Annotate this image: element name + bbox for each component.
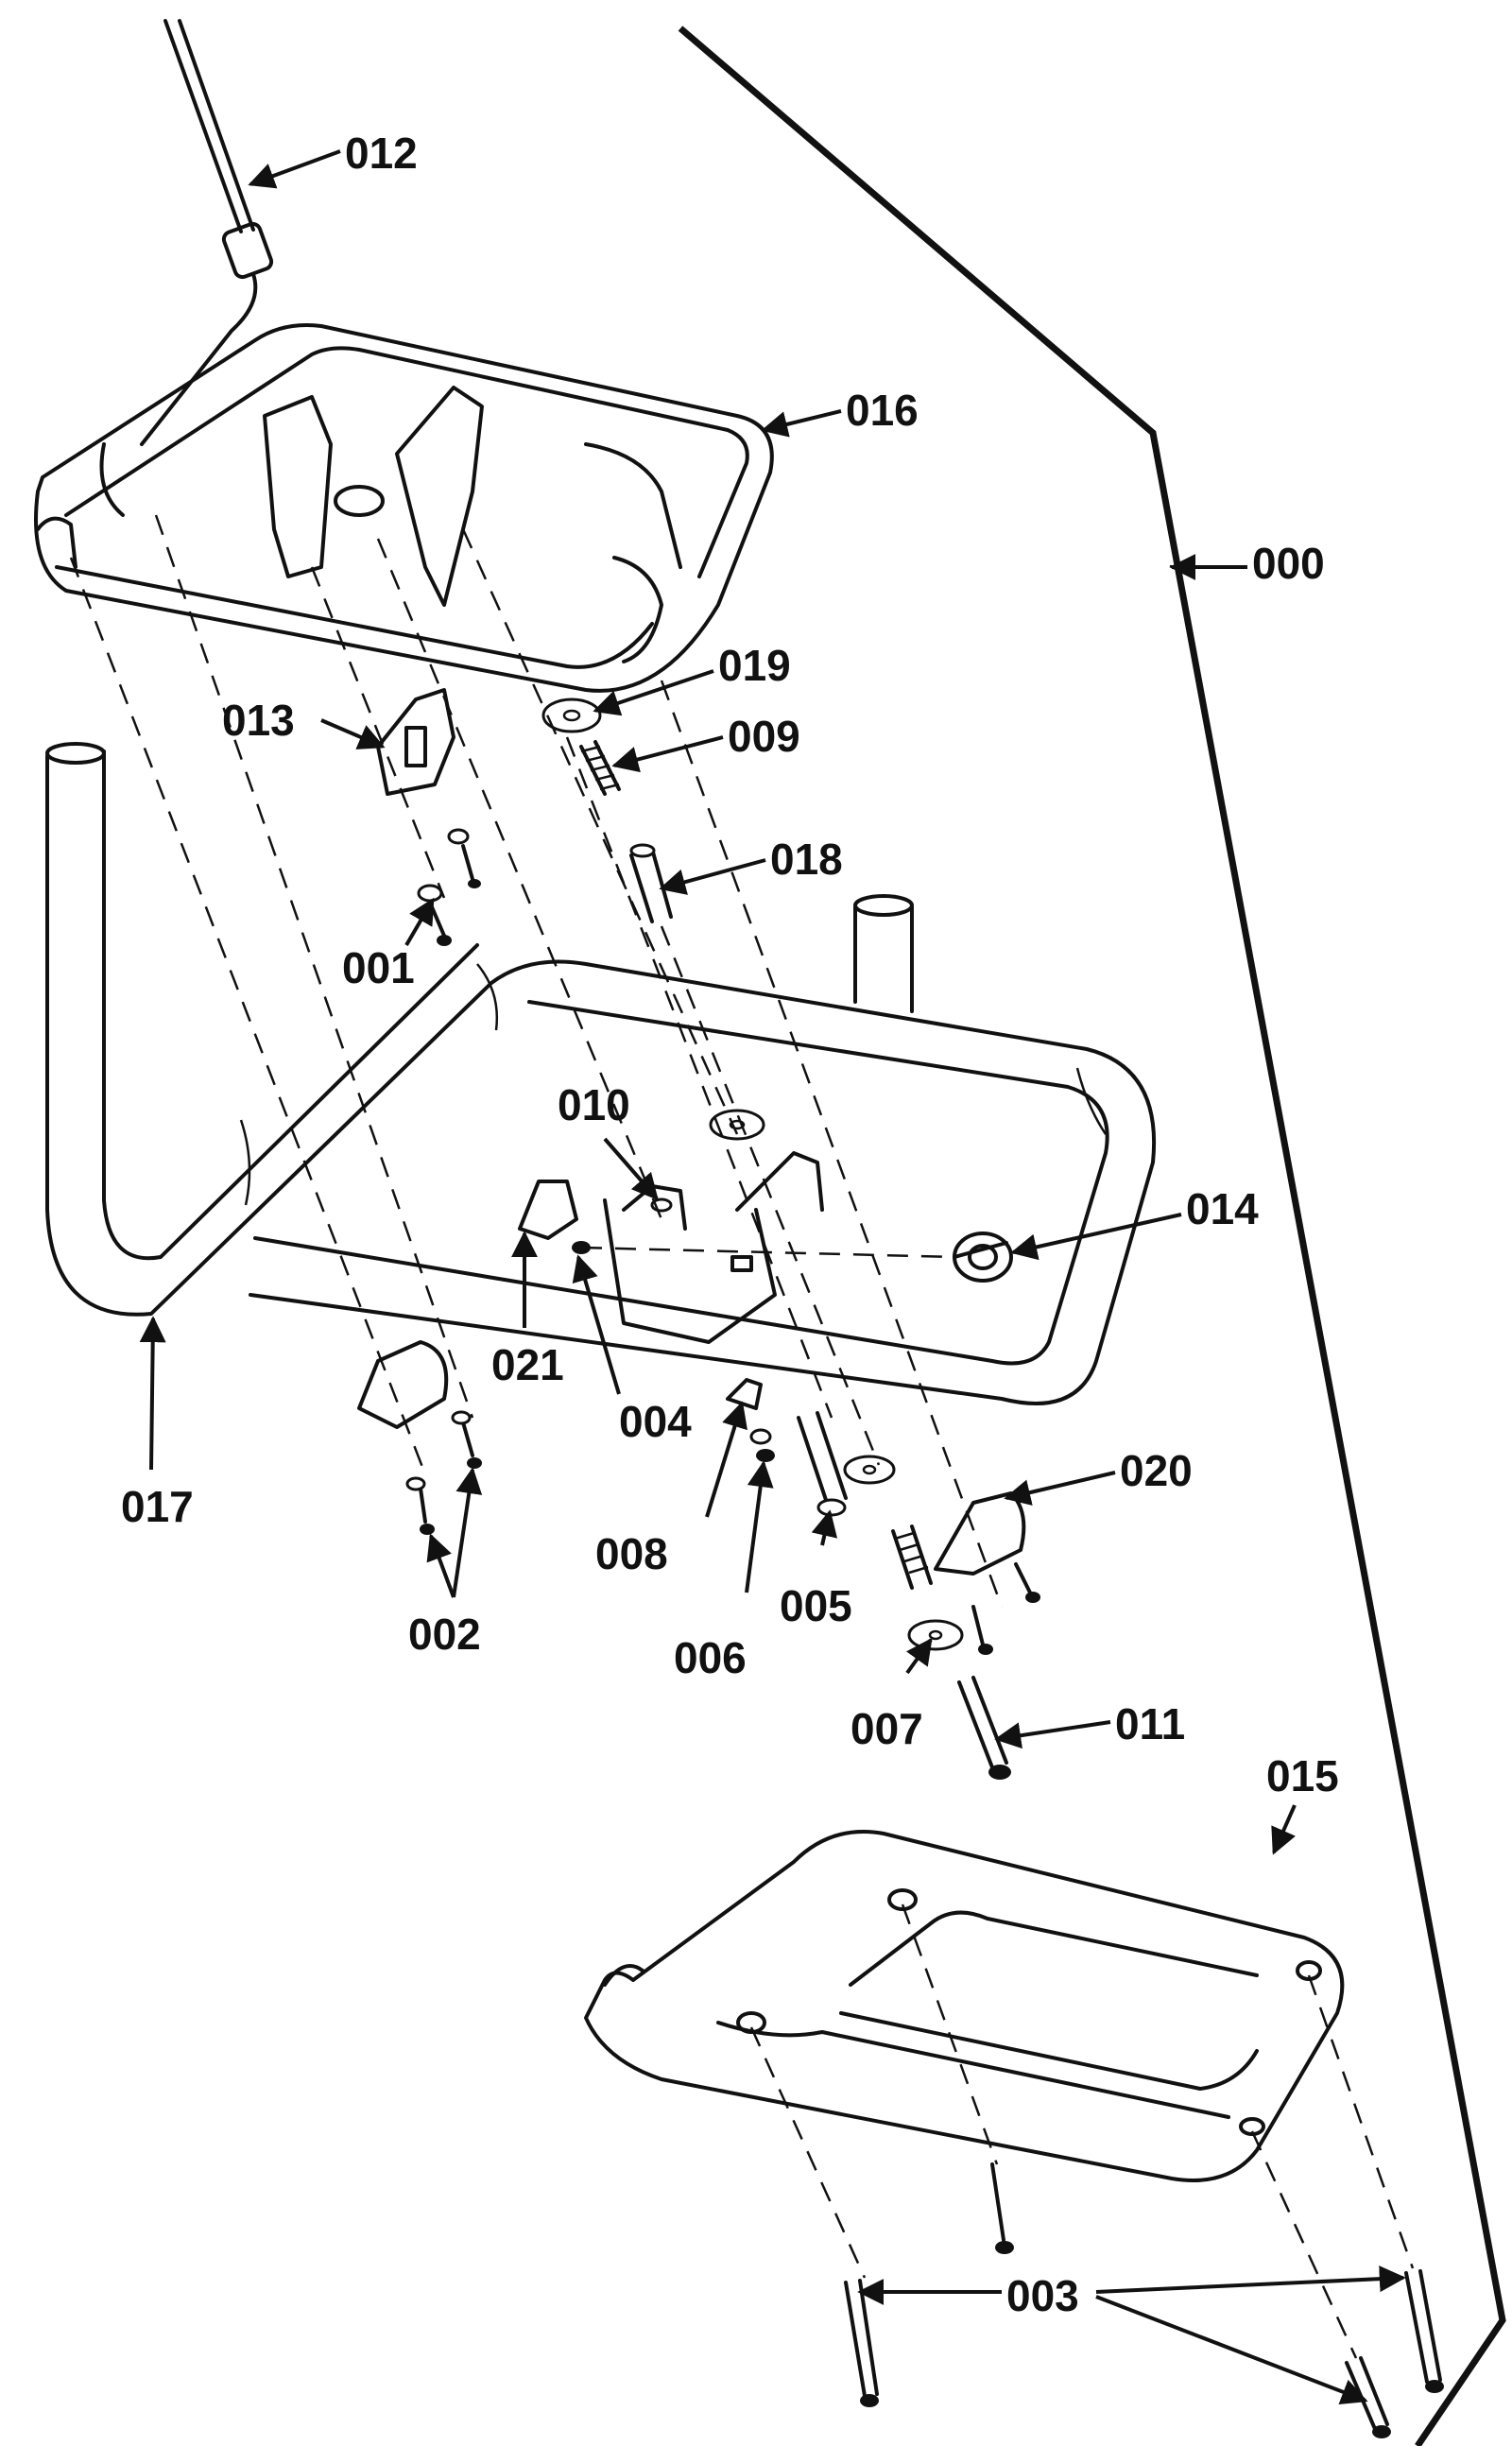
washer-top <box>709 1109 765 1141</box>
label-003: 003 <box>1006 2271 1079 2320</box>
clip-008 <box>726 1378 763 1410</box>
pin-018 <box>629 843 673 923</box>
label-012: 012 <box>345 129 418 178</box>
screw-006 <box>749 1428 775 1462</box>
label-019: 019 <box>718 641 791 690</box>
label-011: 011 <box>1115 1699 1185 1748</box>
bolt-011 <box>957 1676 1011 1780</box>
leader-lines <box>139 149 1406 2404</box>
tube-frame-017 <box>45 742 1157 1405</box>
label-021: 021 <box>491 1340 564 1389</box>
cable-012 <box>140 19 274 446</box>
label-020: 020 <box>1120 1446 1193 1495</box>
label-014: 014 <box>1186 1184 1259 1233</box>
assembly-dashed-lines <box>69 514 1415 2359</box>
spring-009 <box>579 740 621 796</box>
spring-lower <box>891 1524 933 1590</box>
clamp-002 <box>357 1340 482 1535</box>
upper-housing-016 <box>34 323 774 693</box>
label-008: 008 <box>595 1529 668 1578</box>
bolt-005 <box>797 1411 848 1517</box>
washer-007 <box>907 1619 964 1651</box>
label-002: 002 <box>408 1610 481 1659</box>
label-013: 013 <box>222 696 295 745</box>
label-009: 009 <box>728 712 800 761</box>
label-004: 004 <box>619 1397 692 1446</box>
label-015: 015 <box>1266 1751 1339 1800</box>
screws-001 <box>417 828 481 946</box>
label-001: 001 <box>342 943 415 992</box>
label-016: 016 <box>846 386 919 435</box>
bracket-013 <box>376 688 455 796</box>
label-000: 000 <box>1252 539 1325 588</box>
screws-003 <box>844 2162 1444 2438</box>
label-010: 010 <box>558 1080 630 1129</box>
washer-mid <box>843 1455 896 1485</box>
label-005: 005 <box>780 1581 852 1630</box>
assembly-boundary-line <box>678 26 1506 2446</box>
label-006: 006 <box>674 1633 747 1682</box>
label-018: 018 <box>770 835 843 884</box>
bracket-021 <box>518 1180 578 1240</box>
knob-014 <box>953 1232 1013 1283</box>
label-017: 017 <box>121 1482 194 1531</box>
label-007: 007 <box>850 1704 923 1753</box>
lower-housing-015 <box>584 1830 1345 2182</box>
